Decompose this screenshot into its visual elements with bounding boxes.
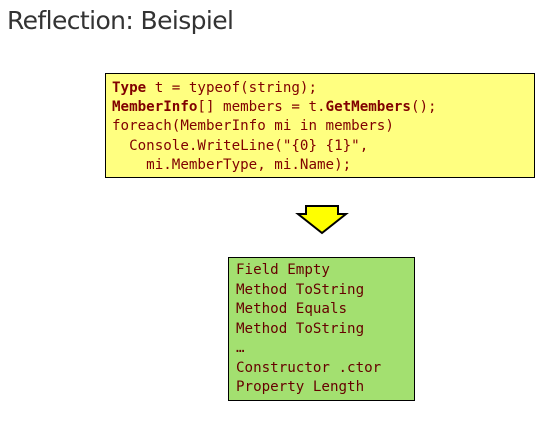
code-line: MemberInfo[] members = t.GetMembers(); bbox=[112, 98, 534, 117]
down-arrow-shape bbox=[295, 205, 349, 235]
slide-title: Reflection: Beispiel bbox=[7, 6, 234, 35]
output-line: Method ToString bbox=[236, 320, 365, 337]
code-text: (); bbox=[410, 99, 437, 116]
code-text: t = typeof(string); bbox=[146, 80, 318, 96]
output-line: Method ToString bbox=[236, 281, 365, 298]
code-block: Type t = typeof(string);MemberInfo[] mem… bbox=[105, 73, 535, 178]
code-line: Type t = typeof(string); bbox=[112, 79, 534, 98]
code-keyword-getmembers: GetMembers bbox=[325, 99, 411, 116]
down-arrow-icon bbox=[295, 205, 349, 235]
code-line: mi.MemberType, mi.Name); bbox=[112, 156, 352, 173]
output-line: Constructor .ctor bbox=[236, 359, 382, 376]
code-line: Console.WriteLine("{0} {1}", bbox=[112, 137, 369, 154]
code-line: foreach(MemberInfo mi in members) bbox=[112, 118, 394, 135]
output-line: Property Length bbox=[236, 379, 365, 395]
output-line: Field Empty bbox=[236, 262, 330, 278]
code-keyword-type: Type bbox=[112, 80, 147, 96]
code-keyword-memberinfo: MemberInfo bbox=[112, 99, 198, 116]
code-text: [] members = t. bbox=[197, 99, 326, 116]
output-line-ellipsis: … bbox=[236, 340, 245, 356]
output-line: Method Equals bbox=[236, 301, 348, 317]
